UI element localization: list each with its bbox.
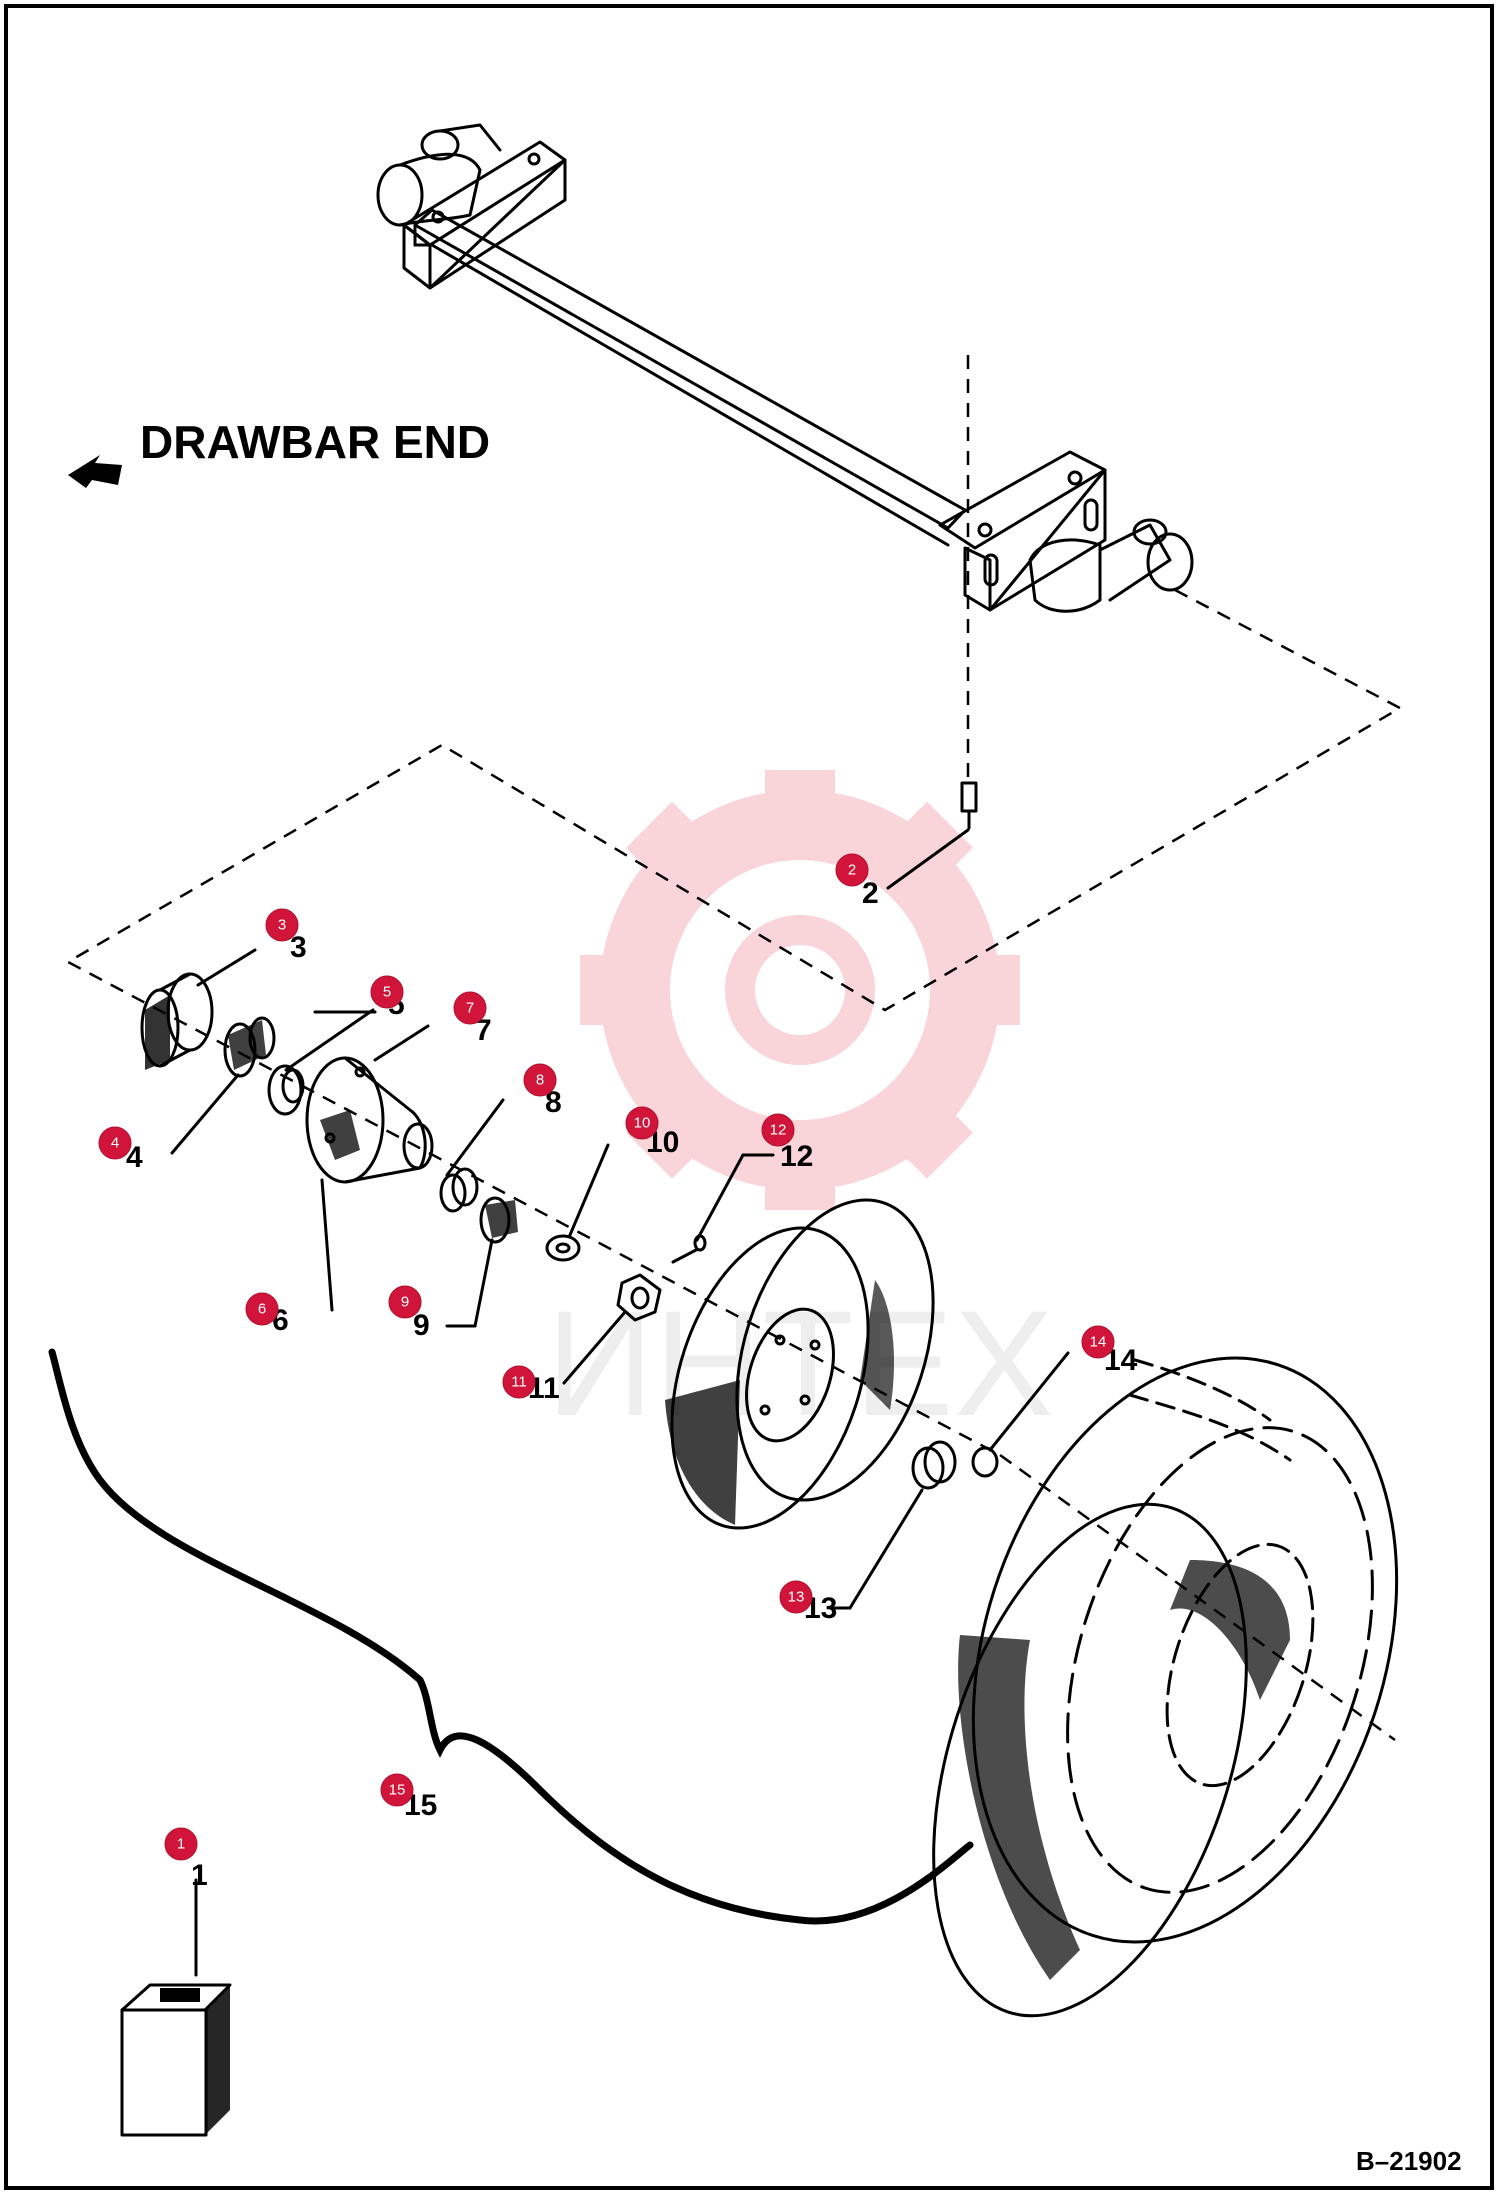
kit-bracket [48,1348,974,1925]
kit-box-part [120,1928,232,2137]
figure-reference: B–21902 [1356,2146,1462,2176]
callout-badge-label-9: 9 [401,1294,409,1311]
leader-lines [170,828,1070,1932]
callout-badge-8[interactable] [523,1063,557,1097]
callout-5[interactable]: 55 [370,975,405,1021]
callout-badge-label-6: 6 [258,1301,266,1318]
part-number-2: 2 [862,877,879,910]
callout-badge-12[interactable] [761,1113,795,1147]
tire-part [932,1356,1399,2018]
callout-badge-1[interactable] [164,1827,198,1861]
wheel-rim-part [665,1198,935,1530]
callout-badge-4[interactable] [98,1126,132,1160]
bearing-cup-part [140,972,214,1070]
callout-badge-label-7: 7 [466,1000,474,1017]
callout-badge-7[interactable] [453,991,487,1025]
callout-1[interactable]: 11 [164,1827,208,1892]
washer-part [545,1234,581,1262]
callout-badge-label-13: 13 [788,1589,805,1606]
valve-stem-part [911,1440,957,1490]
drawbar-arrow-icon [68,455,122,488]
callout-badge-label-10: 10 [634,1115,651,1132]
seal-part [267,1064,305,1116]
callout-badge-9[interactable] [388,1285,422,1319]
part-number-7: 7 [475,1014,492,1047]
callout-badge-label-15: 15 [389,1782,406,1799]
callout-badge-3[interactable] [265,908,299,942]
bolt-part [960,781,978,830]
callout-badge-11[interactable] [502,1365,536,1399]
part-number-12: 12 [780,1140,813,1173]
callout-badge-2[interactable] [835,853,869,887]
callout-badge-6[interactable] [245,1292,279,1326]
assembly-guide-lines [65,355,1403,1742]
callout-7[interactable]: 77 [453,991,492,1047]
callout-3[interactable]: 33 [265,908,307,964]
part-number-8: 8 [545,1086,562,1119]
callout-badge-label-8: 8 [536,1072,544,1089]
inner-cone-part [479,1196,518,1244]
callout-badge-label-3: 3 [278,917,286,934]
hub-part [305,1056,434,1184]
callout-badge-label-2: 2 [848,862,856,879]
part-number-3: 3 [290,931,307,964]
watermark-text: ИНТЕХ [546,1279,1054,1447]
callout-6[interactable]: 66 [245,1292,289,1337]
callout-8[interactable]: 88 [523,1063,562,1119]
bearing-cone-part [223,1016,276,1078]
cotter-pin-part [671,1234,707,1264]
lug-nut-part [971,1446,999,1478]
axle-assembly [376,123,1194,613]
callout-layer: 1122334455667788991010111112121313141415… [98,853,1138,1892]
part-number-1: 1 [191,1859,208,1892]
callout-badge-label-11: 11 [511,1374,527,1391]
inner-cup-part [439,1167,479,1213]
drawbar-end-label: DRAWBAR END [68,416,490,488]
nut-part [616,1273,662,1322]
callout-badge-label-5: 5 [383,984,391,1001]
drawbar-end-text: DRAWBAR END [140,416,490,468]
callout-4[interactable]: 44 [98,1126,143,1174]
callout-badge-5[interactable] [370,975,404,1009]
callout-2[interactable]: 22 [835,853,879,910]
callout-badge-label-14: 14 [1090,1334,1107,1351]
callout-9[interactable]: 99 [388,1285,430,1342]
part-number-9: 9 [413,1309,430,1342]
callout-badge-13[interactable] [779,1580,813,1614]
callout-badge-15[interactable] [380,1773,414,1807]
callout-badge-label-4: 4 [111,1135,119,1152]
watermark-logo: ИНТЕХ [546,770,1054,1447]
callout-badge-label-1: 1 [177,1836,185,1853]
callout-badge-14[interactable] [1081,1325,1115,1359]
callout-badge-10[interactable] [625,1106,659,1140]
diagram-frame [4,4,1494,2190]
callout-badge-label-12: 12 [770,1122,787,1139]
